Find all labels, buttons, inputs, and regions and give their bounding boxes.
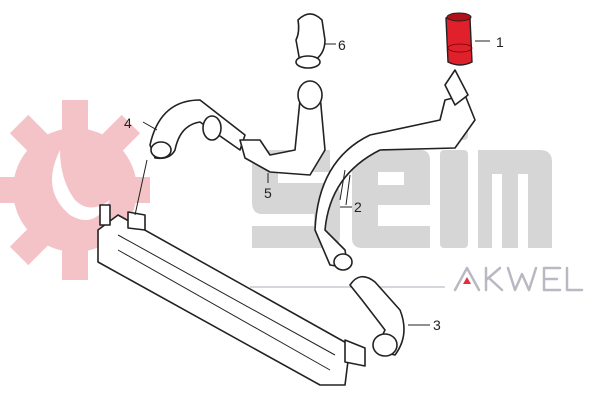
intercooler: [97, 204, 366, 386]
callout-1: 1: [496, 34, 504, 50]
leader-lines: [134, 40, 490, 326]
callout-3: 3: [433, 317, 441, 333]
callout-2: 2: [354, 199, 362, 215]
akwel-watermark-logo: [453, 266, 584, 292]
part-1-highlighted-hose: [445, 12, 473, 66]
callout-4: 4: [124, 115, 132, 131]
part-6-elbow: [295, 13, 326, 63]
callout-6: 6: [338, 37, 346, 53]
callout-5: 5: [264, 185, 272, 201]
